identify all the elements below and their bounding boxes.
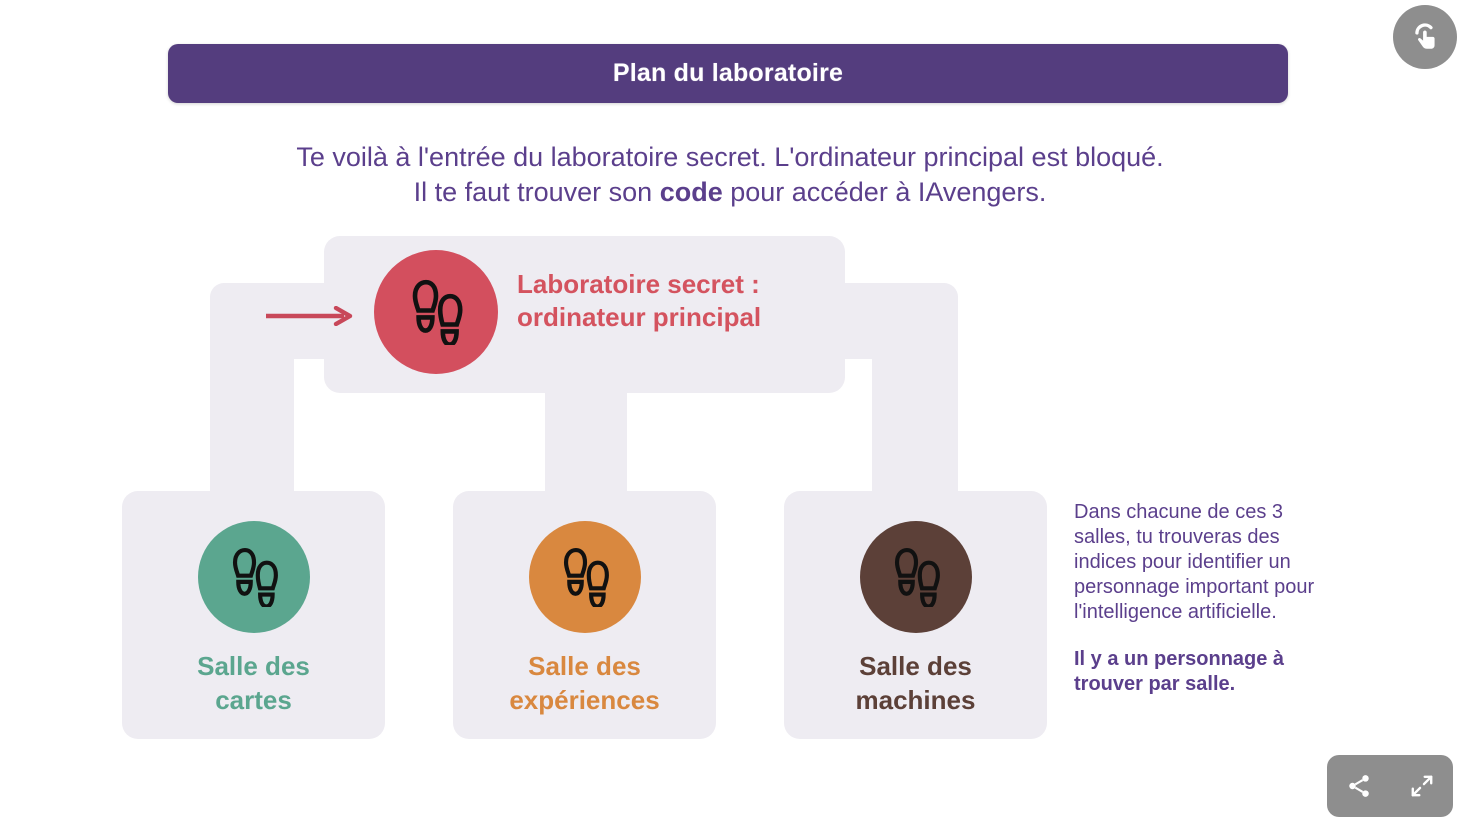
- fullscreen-button[interactable]: [1399, 763, 1445, 809]
- footprints-icon: [894, 548, 940, 607]
- room-experiences-label-line-1: Salle des: [528, 651, 641, 681]
- main-node-label: Laboratoire secret : ordinateur principa…: [517, 268, 827, 334]
- side-note-paragraph-1: Dans chacune de ces 3 salles, tu trouver…: [1074, 501, 1315, 623]
- room-cartes-label-line-2: cartes: [215, 685, 292, 715]
- intro-line-2: Il te faut trouver son code pour accéder…: [130, 175, 1330, 210]
- main-node-circle: [374, 250, 498, 374]
- tap-hand-icon: [1415, 23, 1435, 49]
- room-machines-label-line-2: machines: [855, 685, 976, 715]
- intro-text: Te voilà à l'entrée du laboratoire secre…: [130, 140, 1330, 210]
- room-experiences-label: Salle des expériences: [465, 649, 705, 717]
- side-note-paragraph-2: Il y a un personnage à trouver par salle…: [1074, 648, 1285, 695]
- room-cartes-label-line-1: Salle des: [197, 651, 310, 681]
- room-machines-label: Salle des machines: [796, 649, 1036, 717]
- footprints-icon: [232, 548, 278, 607]
- arrow-right-icon: [266, 306, 353, 326]
- main-node-label-line-2: ordinateur principal: [517, 302, 762, 332]
- fullscreen-expand-icon: [1411, 775, 1432, 797]
- room-card-cartes[interactable]: Salle des cartes: [122, 491, 385, 739]
- intro-line-2-prefix: Il te faut trouver son: [413, 177, 660, 207]
- footprints-icon: [412, 279, 463, 345]
- page-title-bar: Plan du laboratoire: [168, 44, 1288, 103]
- page-title: Plan du laboratoire: [612, 59, 844, 87]
- room-card-machines[interactable]: Salle des machines: [784, 491, 1047, 739]
- main-node-card[interactable]: Laboratoire secret : ordinateur principa…: [324, 236, 845, 393]
- room-experiences-circle: [528, 521, 641, 633]
- main-node-label-line-1: Laboratoire secret :: [517, 269, 760, 299]
- room-experiences-label-line-2: expériences: [509, 685, 660, 715]
- footprints-icon: [563, 548, 609, 607]
- slide-controls-bar: [1327, 755, 1453, 817]
- share-button[interactable]: [1336, 763, 1382, 809]
- room-machines-circle: [859, 521, 972, 633]
- intro-line-2-suffix: pour accéder à IAvengers.: [722, 177, 1047, 207]
- room-cartes-label: Salle des cartes: [134, 649, 374, 717]
- room-cartes-circle: [197, 521, 310, 633]
- room-machines-label-line-1: Salle des: [859, 651, 972, 681]
- side-note: Dans chacune de ces 3 salles, tu trouver…: [1074, 500, 1342, 697]
- share-icon: [1348, 775, 1369, 797]
- tap-hand-button[interactable]: [1393, 5, 1457, 69]
- intro-line-1: Te voilà à l'entrée du laboratoire secre…: [296, 142, 1164, 172]
- room-card-experiences[interactable]: Salle des expériences: [453, 491, 716, 739]
- intro-keyword-code: code: [659, 177, 723, 207]
